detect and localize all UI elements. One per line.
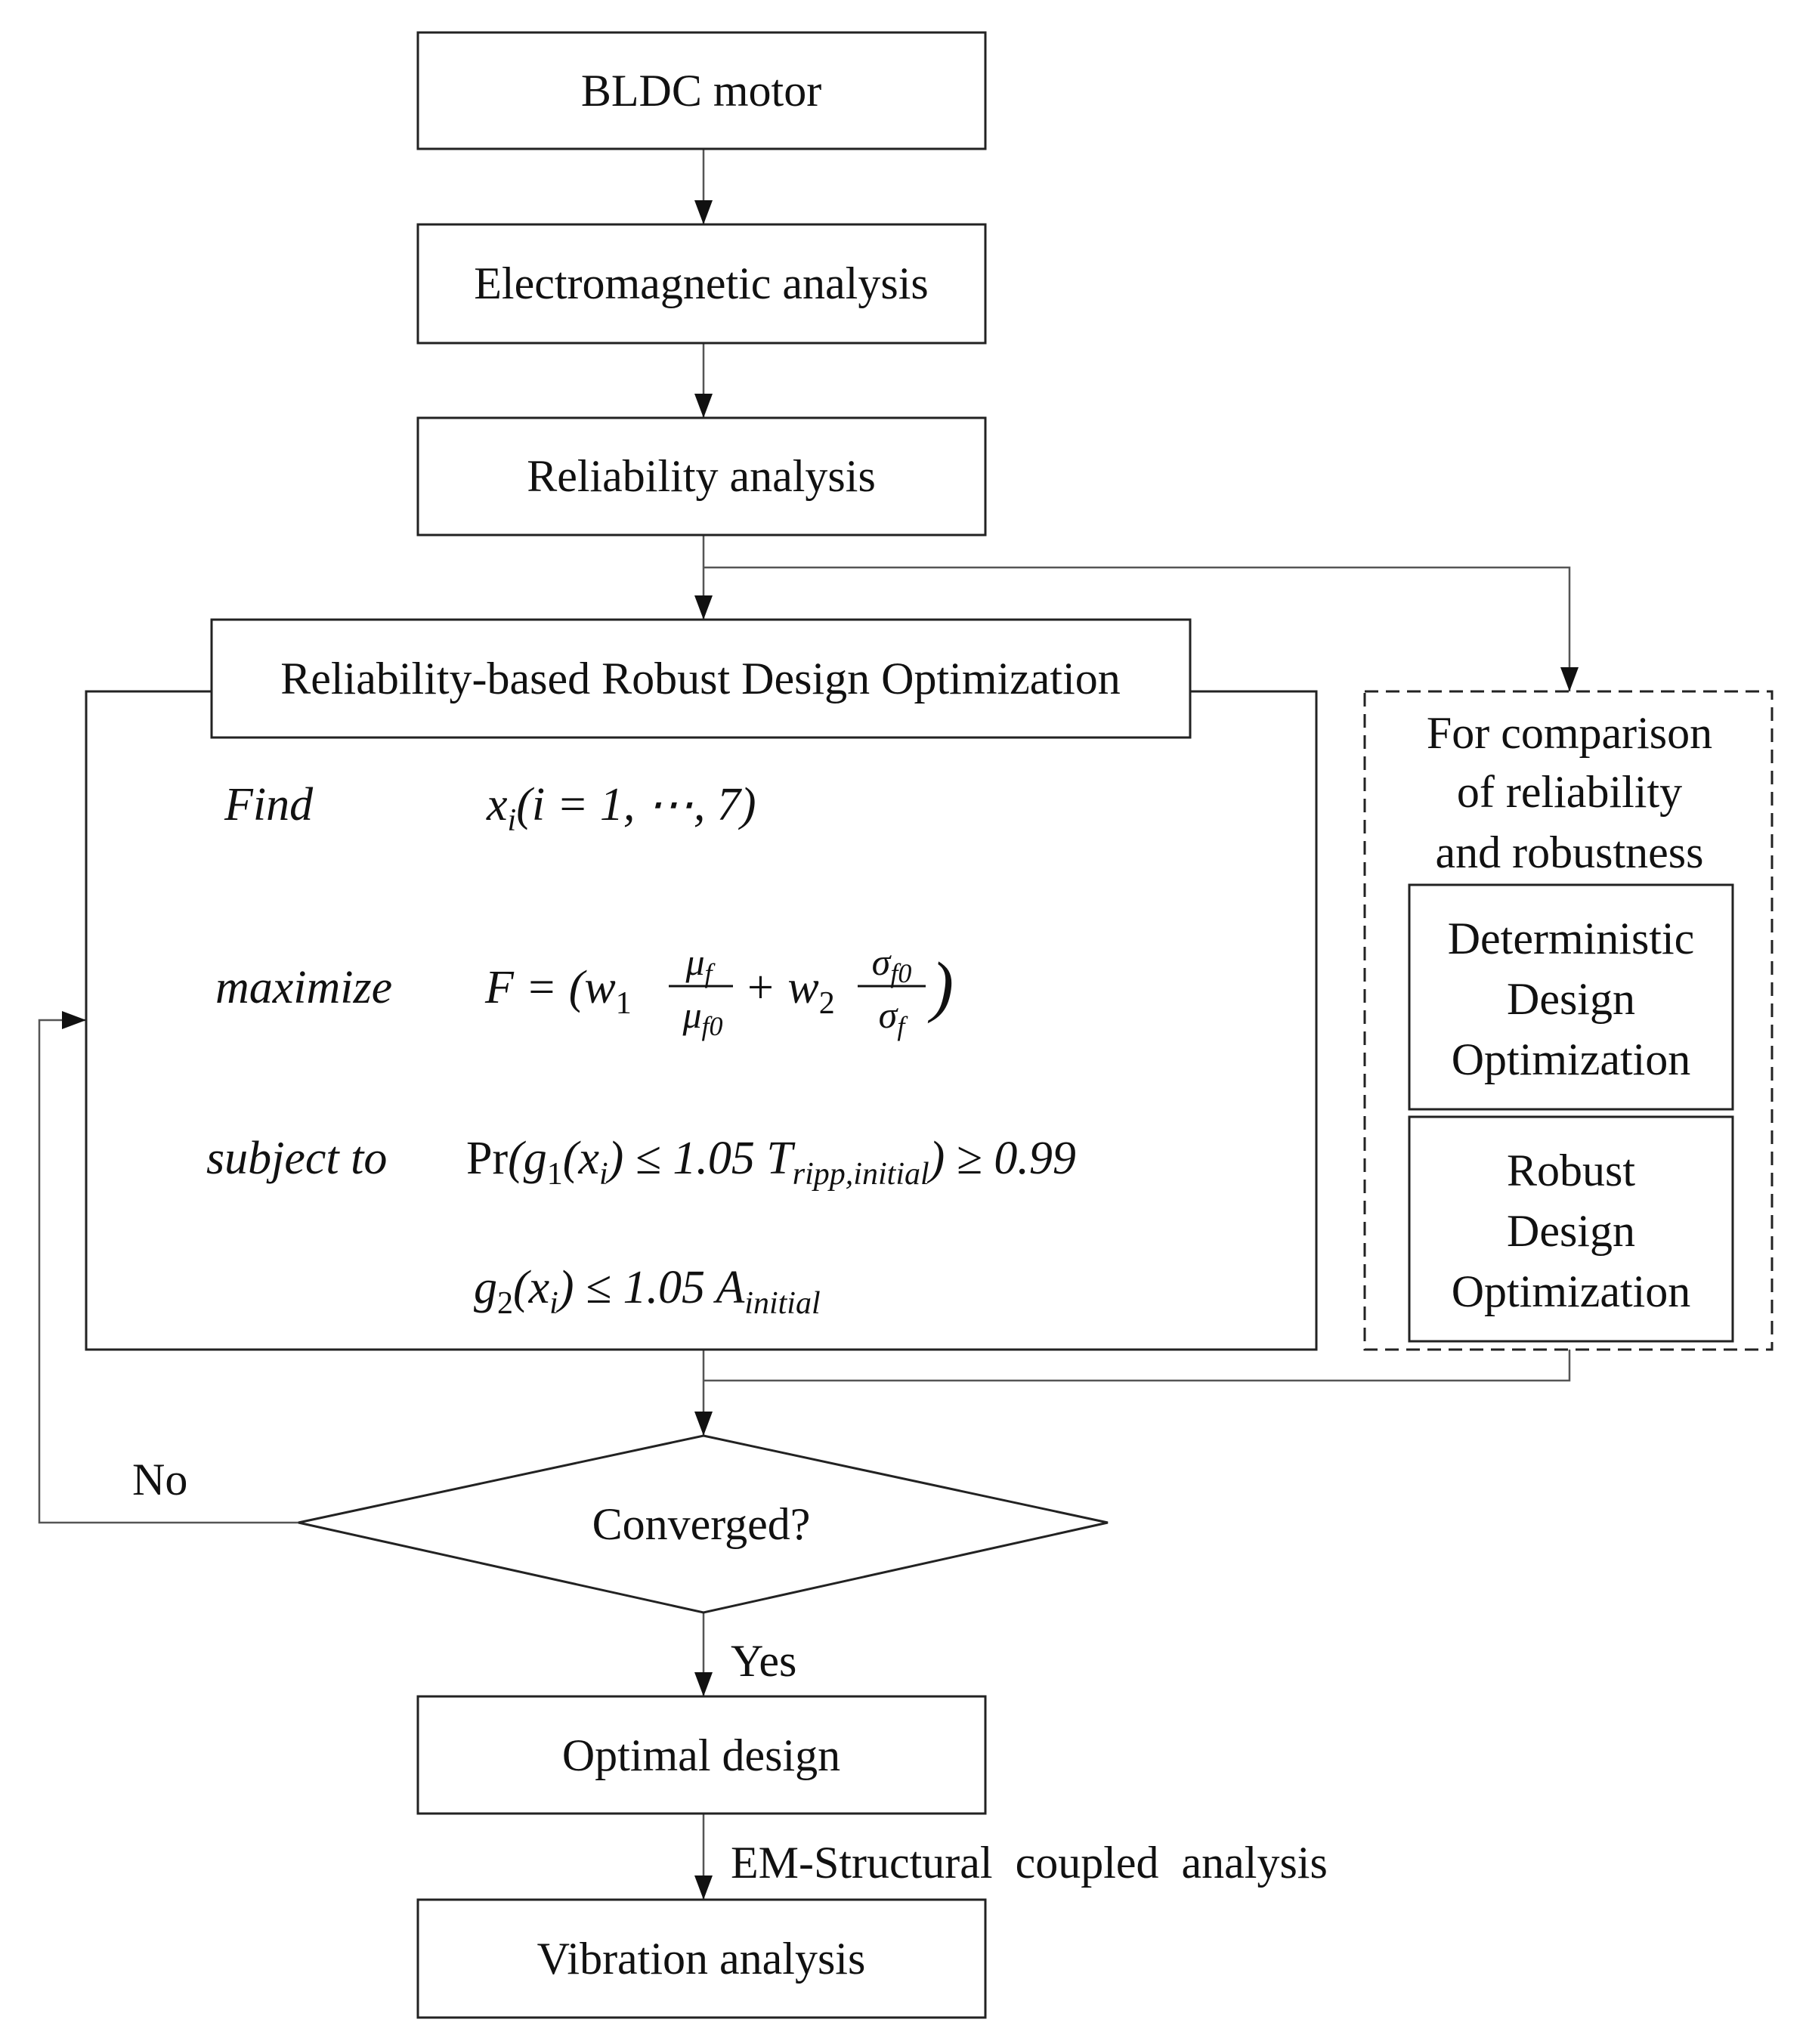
svg-text:Design: Design: [1507, 1206, 1635, 1256]
svg-text:+ w2: + w2: [744, 962, 835, 1021]
node-electromagnetic-analysis: Electromagnetic analysis: [416, 223, 987, 345]
no-label: No: [132, 1455, 187, 1504]
connectors: [38, 149, 1579, 1900]
comparison-line-2: of reliability: [1457, 767, 1682, 817]
node-label: BLDC motor: [581, 66, 821, 116]
subject-to-label: subject to: [206, 1133, 387, 1184]
svg-text:σf0: σf0: [872, 941, 912, 988]
decision-label: Converged?: [592, 1499, 811, 1549]
maximize-label: maximize: [215, 962, 392, 1013]
comparison-group: For comparison of reliability and robust…: [1363, 690, 1774, 1351]
svg-text:Design: Design: [1507, 974, 1635, 1024]
rbrdo-container: Reliability-based Robust Design Optimiza…: [85, 618, 1318, 1351]
svg-text:Deterministic: Deterministic: [1448, 914, 1695, 963]
node-bldc-motor: BLDC motor: [416, 31, 987, 150]
node-optimal-design: Optimal design: [416, 1695, 987, 1815]
svg-text:Robust: Robust: [1507, 1146, 1635, 1195]
yes-label: Yes: [731, 1636, 796, 1686]
comparison-line-3: and robustness: [1436, 827, 1704, 877]
arrow-no-loop: [38, 1011, 298, 1524]
node-label: Electromagnetic analysis: [474, 258, 928, 308]
line-comparison-merge: [704, 1350, 1571, 1382]
node-label: Reliability analysis: [527, 451, 876, 501]
node-label: Optimal design: [562, 1730, 840, 1780]
decision-converged: Converged?: [298, 1434, 1109, 1614]
svg-text:Optimization: Optimization: [1452, 1034, 1691, 1084]
arrow-rel-to-comparison: [704, 566, 1579, 691]
node-reliability-analysis: Reliability analysis: [416, 416, 987, 537]
find-label: Find: [224, 779, 314, 830]
svg-text:): ): [927, 949, 954, 1024]
constraint-1: Pr(g1(xi) ≤ 1.05 Tripp,initial) ≥ 0.99: [466, 1133, 1076, 1192]
constraint-2: g2(xi) ≤ 1.05 Ainitial: [474, 1262, 821, 1321]
node-deterministic-design-optimization: Deterministic Design Optimization: [1408, 883, 1734, 1111]
node-robust-design-optimization: Robust Design Optimization: [1408, 1115, 1734, 1343]
find-expression: xi(i = 1, ⋯, 7): [486, 779, 756, 838]
svg-text:F = (w1: F = (w1: [484, 962, 632, 1021]
rbrdo-title: Reliability-based Robust Design Optimiza…: [280, 654, 1121, 703]
objective-function: F = (w1 μf μf0 + w2 σf0 σf ): [484, 941, 954, 1041]
svg-text:μf0: μf0: [682, 994, 722, 1041]
node-vibration-analysis: Vibration analysis: [416, 1898, 987, 2019]
comparison-line-1: For comparison: [1427, 708, 1712, 758]
em-structural-label: EM-Structural coupled analysis: [731, 1838, 1328, 1888]
svg-text:Optimization: Optimization: [1452, 1266, 1691, 1316]
node-label: Vibration analysis: [537, 1934, 866, 1984]
